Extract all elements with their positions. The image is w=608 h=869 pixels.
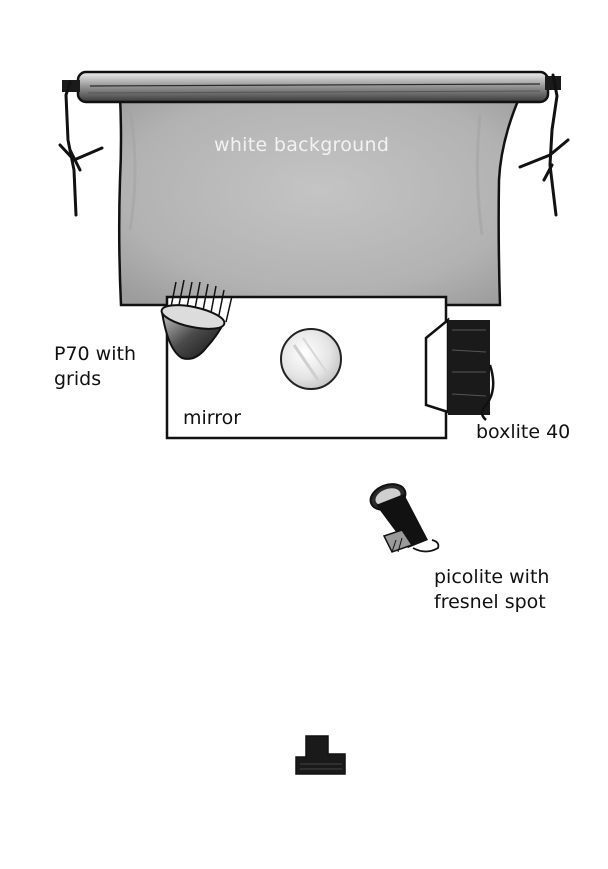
- boxlite-label: boxlite 40: [476, 421, 571, 443]
- p70-label: P70 with grids: [54, 342, 136, 392]
- right-light-stand-icon: [518, 73, 570, 217]
- boxlite-softbox-icon: [424, 317, 495, 421]
- p70-label-line-1: P70 with: [54, 343, 136, 365]
- camera-icon: [295, 735, 346, 775]
- p70-label-line-2: grids: [54, 368, 102, 390]
- picolite-label: picolite with fresnel spot: [434, 565, 549, 615]
- backdrop-icon: [117, 94, 522, 307]
- picolite-label-line-2: fresnel spot: [434, 591, 546, 613]
- round-mirror-icon: [280, 328, 342, 390]
- p70-grid-spotlight-icon: [160, 279, 233, 360]
- mirror-label: mirror: [183, 407, 242, 429]
- picolite-label-line-1: picolite with: [434, 566, 550, 588]
- white-background-label: white background: [214, 134, 390, 156]
- backdrop-roll-icon: [62, 70, 561, 104]
- left-light-stand-icon: [58, 80, 104, 217]
- picolite-fresnel-spotlight-icon: [369, 483, 440, 553]
